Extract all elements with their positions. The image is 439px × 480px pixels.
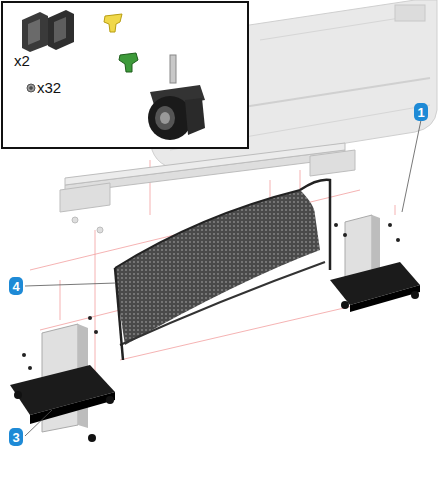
callout-number: 4 [9,277,23,295]
callout-number: 1 [414,103,428,121]
quantity-label: x32 [37,79,61,96]
callout-text: 3 [12,431,19,444]
callout-text: 4 [12,280,19,293]
quantity-label: x2 [14,52,30,69]
callout-number: 3 [9,428,23,446]
callout-text: 1 [417,106,424,119]
